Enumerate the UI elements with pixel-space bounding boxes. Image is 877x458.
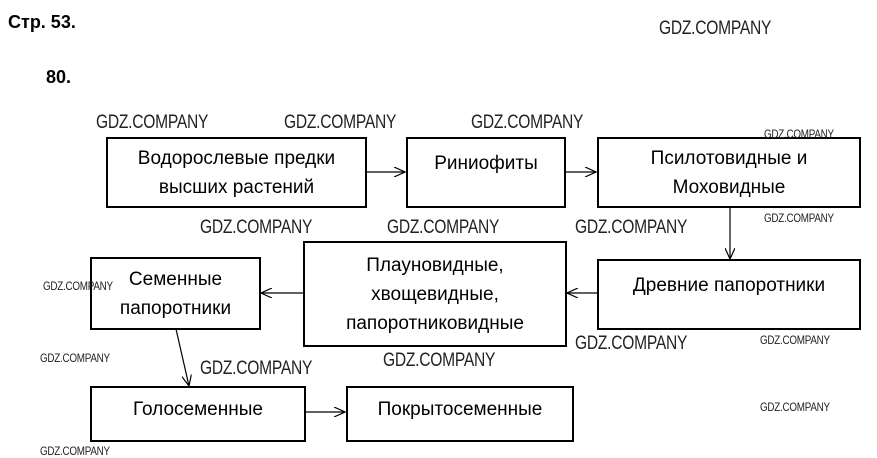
box-gymnosperms: Голосеменные <box>90 386 306 442</box>
box-label: Покрытосеменные <box>377 399 543 420</box>
box-ancient-ferns: Древние папоротники <box>597 259 861 330</box>
watermark: GDZ.COMPANY <box>764 127 834 141</box>
watermark: GDZ.COMPANY <box>284 112 397 133</box>
box-angiosperms: Покрытосеменные <box>346 386 574 442</box>
box-psilotum-mosses: Псилотовидные и Моховидные <box>597 137 861 208</box>
box-label: Водорослевые предки высших растений <box>137 147 336 198</box>
watermark: GDZ.COMPANY <box>43 279 113 293</box>
box-label: Псилотовидные и Моховидные <box>650 147 808 198</box>
box-rhyniophytes: Риниофиты <box>406 137 566 208</box>
page-number: Стр. 53. <box>8 12 76 32</box>
watermark: GDZ.COMPANY <box>96 112 209 133</box>
watermark: GDZ.COMPANY <box>471 112 584 133</box>
box-algae-ancestors: Водорослевые предки высших растений <box>106 137 367 208</box>
watermark: GDZ.COMPANY <box>764 211 834 225</box>
box-seed-ferns: Семенные папоротники <box>90 257 261 330</box>
watermark: GDZ.COMPANY <box>40 351 110 365</box>
arrow-seed-ferns-to-gymnosperms <box>175 328 189 386</box>
watermark: GDZ.COMPANY <box>40 444 110 458</box>
box-label: Риниофиты <box>434 153 538 174</box>
box-label: Древние папоротники <box>632 275 826 296</box>
task-number: 80. <box>46 67 72 87</box>
watermark: GDZ.COMPANY <box>200 358 313 379</box>
box-lycopods-horsetails-ferns: Плауновидные, хвощевидные, папоротникови… <box>303 241 567 347</box>
watermark: GDZ.COMPANY <box>575 217 688 238</box>
watermark: GDZ.COMPANY <box>383 350 496 371</box>
watermark: GDZ.COMPANY <box>760 400 830 414</box>
box-label: Голосеменные <box>133 399 263 420</box>
watermark: GDZ.COMPANY <box>200 217 313 238</box>
box-label: Плауновидные, хвощевидные, папоротникови… <box>346 254 524 334</box>
watermark: GDZ.COMPANY <box>659 18 772 39</box>
box-label: Семенные папоротники <box>119 268 232 319</box>
watermark: GDZ.COMPANY <box>575 333 688 354</box>
watermark: GDZ.COMPANY <box>387 217 500 238</box>
watermark: GDZ.COMPANY <box>760 333 830 347</box>
